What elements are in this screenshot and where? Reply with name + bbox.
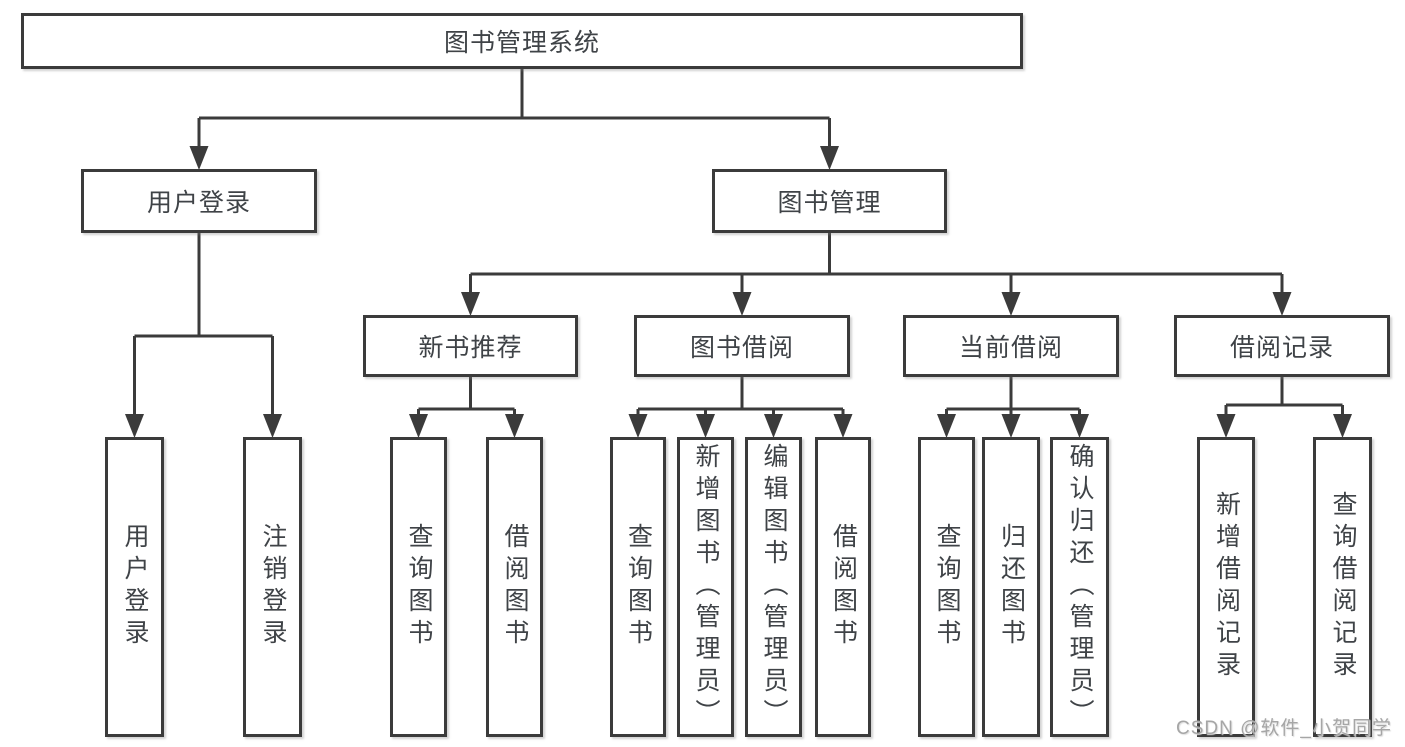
- arrowhead-down-icon: [461, 292, 480, 316]
- arrowhead-down-icon: [1001, 414, 1021, 438]
- branch-book-borrowing: [628, 377, 853, 438]
- node-label: 当前借阅: [958, 334, 1063, 362]
- arrowhead-down-icon: [263, 414, 282, 438]
- node-label: 用户登录: [146, 189, 251, 217]
- node-label: 归还图书: [997, 523, 1026, 651]
- arrowhead-down-icon: [833, 414, 853, 438]
- leaf-node-query-borrow-record: 查询借阅记录: [1313, 437, 1372, 737]
- branch-book-management: [461, 233, 1292, 316]
- arrowhead-down-icon: [189, 146, 209, 170]
- leaf-node-query-books-current: 查询图书: [918, 437, 975, 737]
- leaf-node-add-borrow-record: 新增借阅记录: [1197, 437, 1255, 737]
- node-new-book-recommend: 新书推荐: [363, 315, 578, 377]
- arrowhead-down-icon: [696, 414, 715, 438]
- arrowhead-down-icon: [1070, 414, 1089, 438]
- node-label: 借阅图书: [829, 523, 858, 651]
- leaf-node-add-books-admin: 新增图书（管理员）: [677, 437, 734, 737]
- leaf-node-query-books-recommend: 查询图书: [390, 437, 447, 737]
- node-label: 新增借阅记录: [1212, 491, 1241, 683]
- node-current-borrowing: 当前借阅: [903, 315, 1119, 377]
- node-label: 注销登录: [259, 523, 287, 651]
- branch-new-book: [409, 377, 524, 438]
- arrowhead-down-icon: [1333, 414, 1352, 438]
- arrowhead-down-icon: [409, 414, 428, 438]
- node-label: 编辑图书（管理员）: [760, 443, 788, 731]
- node-label: 查询借阅记录: [1329, 491, 1357, 683]
- node-borrowing-records: 借阅记录: [1174, 315, 1390, 377]
- node-label: 借阅图书: [501, 523, 529, 651]
- branch-root: [189, 69, 839, 170]
- arrowhead-down-icon: [732, 292, 752, 316]
- node-label: 新增图书（管理员）: [692, 443, 720, 731]
- node-label: 图书管理系统: [443, 29, 600, 57]
- leaf-node-user-login: 用户登录: [105, 437, 164, 737]
- node-label: 查询图书: [624, 523, 653, 651]
- arrowhead-down-icon: [505, 414, 524, 438]
- node-label: 用户登录: [121, 523, 149, 651]
- branch-user-login: [125, 233, 282, 438]
- branch-borrow-records: [1216, 377, 1352, 438]
- node-label: 图书管理: [777, 189, 882, 217]
- csdn-watermark: CSDN @软件_小贺同学: [1176, 718, 1392, 739]
- node-label: 借阅记录: [1229, 334, 1334, 362]
- node-book-management: 图书管理: [712, 169, 947, 233]
- leaf-node-borrow-books-recommend: 借阅图书: [486, 437, 543, 737]
- arrowhead-down-icon: [628, 414, 648, 438]
- arrowhead-down-icon: [1272, 292, 1292, 316]
- leaf-node-query-books-borrowing: 查询图书: [610, 437, 666, 737]
- node-user-login: 用户登录: [81, 169, 317, 233]
- node-label: 确认归还（管理员）: [1066, 443, 1094, 731]
- arrowhead-down-icon: [1001, 292, 1021, 316]
- leaf-node-logout: 注销登录: [243, 437, 302, 737]
- arrowhead-down-icon: [937, 414, 956, 438]
- node-root: 图书管理系统: [21, 13, 1023, 69]
- node-label: 新书推荐: [418, 334, 523, 362]
- arrowhead-down-icon: [820, 146, 839, 170]
- node-label: 图书借阅: [689, 334, 794, 362]
- leaf-node-borrow-books: 借阅图书: [815, 437, 871, 737]
- leaf-node-confirm-return-admin: 确认归还（管理员）: [1050, 437, 1109, 737]
- arrowhead-down-icon: [1216, 414, 1236, 438]
- node-label: 查询图书: [933, 523, 961, 651]
- branch-current-borrow: [937, 377, 1089, 438]
- node-label: 查询图书: [405, 523, 433, 651]
- arrowhead-down-icon: [125, 414, 144, 438]
- leaf-node-edit-books-admin: 编辑图书（管理员）: [745, 437, 802, 737]
- node-book-borrowing: 图书借阅: [634, 315, 850, 377]
- leaf-node-return-books: 归还图书: [982, 437, 1040, 737]
- arrowhead-down-icon: [764, 414, 783, 438]
